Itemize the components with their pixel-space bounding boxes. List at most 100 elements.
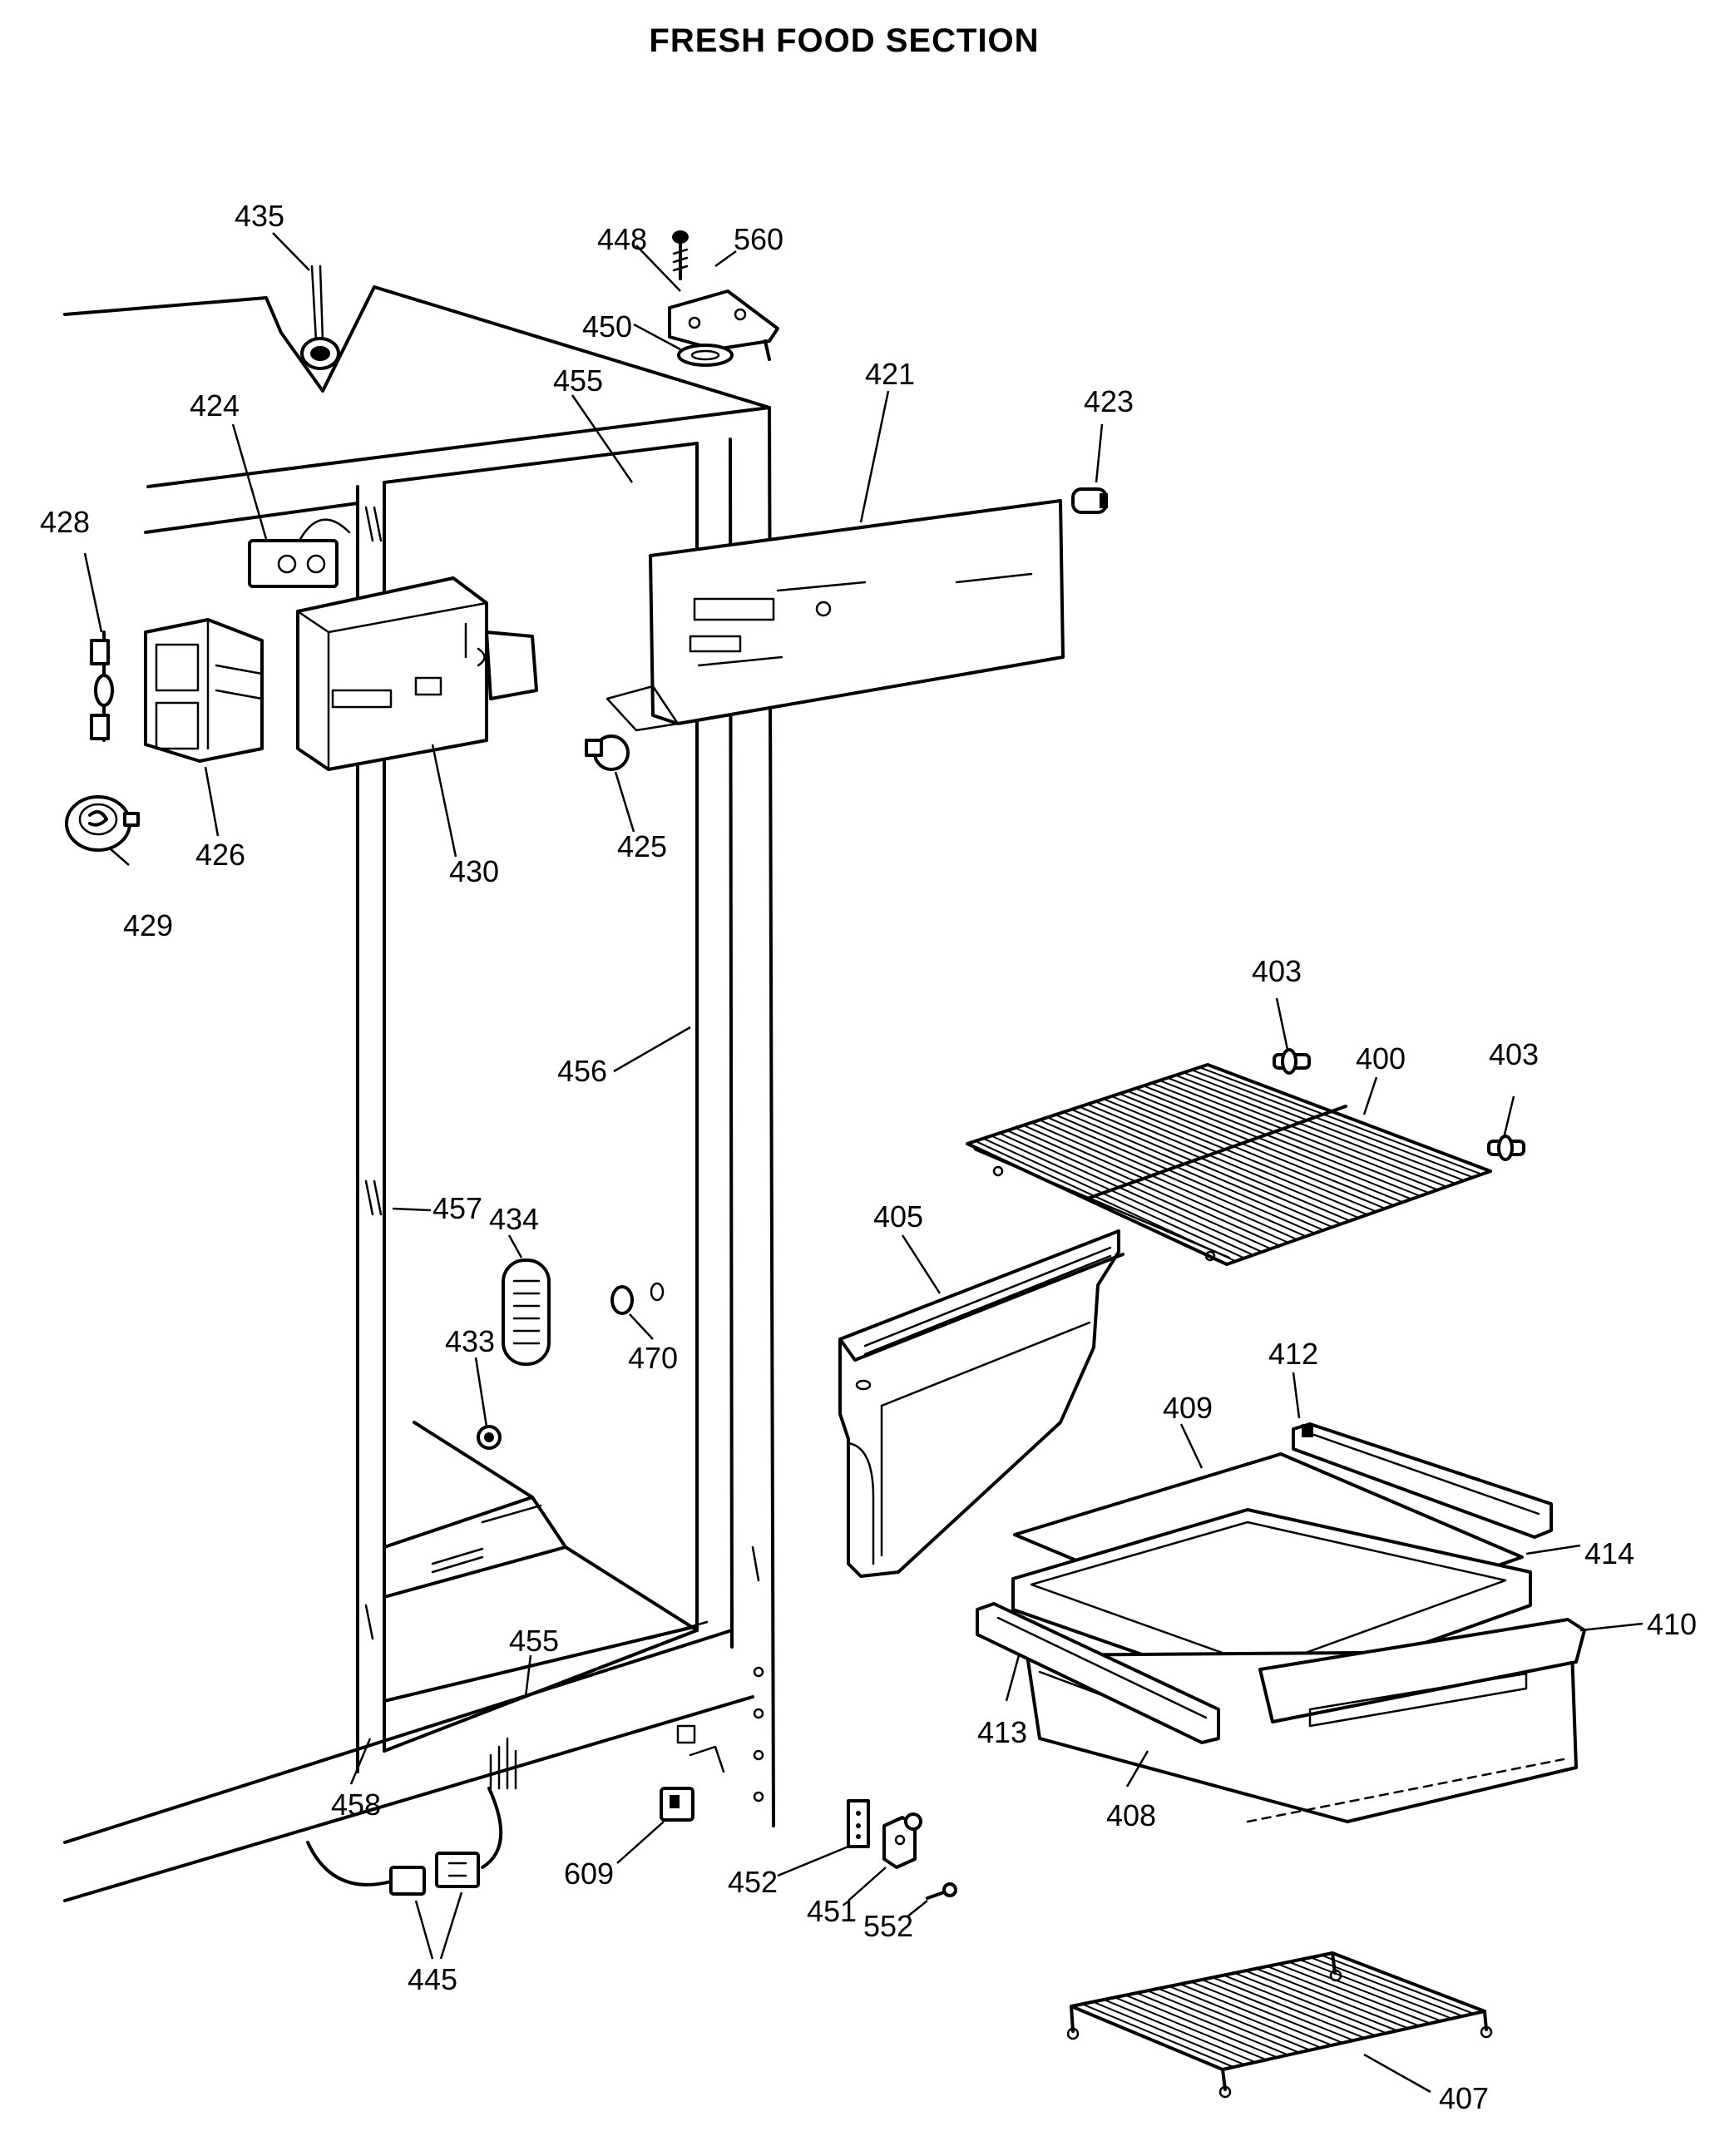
part-410-pan-front: [1258, 1618, 1586, 1728]
part-403-shelf-stop-left: [1273, 1048, 1311, 1075]
shelf-wire-rod: [1134, 1087, 1412, 1200]
part-425-bulb: [585, 734, 630, 771]
part-433-plug: [477, 1425, 502, 1450]
shelf-wire-rod: [1055, 1114, 1324, 1231]
shelf-wire-rod: [975, 1140, 1236, 1263]
shelf-wire-rod: [1114, 1996, 1267, 2061]
shelf-wire-rod: [1046, 1116, 1316, 1234]
shelf-wire-rod: [1147, 1990, 1300, 2054]
shelf-wire-rod: [1031, 1121, 1298, 1241]
label-412: 412: [1268, 1337, 1318, 1371]
label-433: 433: [445, 1324, 495, 1358]
shelf-wire-rod: [1244, 1970, 1398, 2032]
part-400-wire-shelf: [966, 1063, 1492, 1266]
label-470: 470: [628, 1341, 678, 1375]
shelf-wire-rod: [1167, 1076, 1447, 1188]
label-451: 451: [807, 1894, 857, 1928]
label-445: 445: [408, 1962, 457, 1996]
part-434-light-shield: [502, 1258, 551, 1366]
diagram-title: FRESH FOOD SECTION: [649, 22, 1039, 59]
label-455-bottom: 455: [509, 1624, 559, 1658]
shelf-wire-rod: [1151, 1082, 1430, 1194]
label-450: 450: [582, 309, 632, 344]
shelf-wire-rod: [999, 1132, 1263, 1253]
label-552: 552: [863, 1909, 913, 1943]
shelf-wire-rod: [982, 1137, 1245, 1259]
label-429: 429: [123, 908, 173, 942]
part-412-rail: [1292, 1422, 1553, 1539]
shelf-wire-rod: [1299, 1959, 1452, 2020]
part-413-rail: [976, 1602, 1220, 1744]
part-421-control-panel: [606, 499, 1065, 732]
shelf-wire-rod: [1119, 1092, 1395, 1206]
part-labels: 435 424 428 426 429 430 425 448 450 560 …: [40, 199, 1697, 2115]
label-409: 409: [1163, 1391, 1213, 1425]
label-407: 407: [1439, 2081, 1489, 2115]
label-403-right: 403: [1489, 1037, 1539, 1071]
part-448-hinge: [668, 289, 779, 361]
shelf-wire-rod: [1125, 1994, 1278, 2059]
shelf-wire-rod: [1278, 1963, 1431, 2025]
label-400: 400: [1356, 1041, 1406, 1076]
shelf-wire-rod: [1015, 1127, 1280, 1247]
shelf-wire-rod: [1256, 1967, 1409, 2030]
part-426-damper-housing: [144, 618, 264, 763]
shelf-wire-rod: [1136, 1992, 1289, 2056]
part-435-sensor: [300, 265, 340, 370]
label-428: 428: [40, 505, 90, 539]
shelf-wire-rod: [991, 1135, 1254, 1256]
shelf-wire-rod: [1223, 1974, 1377, 2037]
shelf-wire-rod: [1006, 1130, 1272, 1250]
leader-lines: [83, 232, 1644, 2094]
part-560-screw: [672, 230, 689, 280]
label-426: 426: [195, 838, 245, 872]
part-452-strike-plate: [847, 1799, 870, 1848]
shelf-wire-rod: [1081, 2003, 1234, 2069]
label-456: 456: [557, 1054, 607, 1088]
part-429-knob: [65, 795, 140, 852]
part-423-socket: [1071, 487, 1108, 514]
shelf-wire-rod: [1191, 1069, 1474, 1179]
part-451-bracket: [882, 1812, 922, 1869]
cabinet-liner: [63, 285, 775, 1902]
part-403-shelf-stop-right: [1487, 1135, 1525, 1161]
shelf-wire-rod: [1087, 1103, 1359, 1219]
shelf-wire-rod: [1095, 1100, 1368, 1216]
label-403-left: 403: [1252, 954, 1302, 988]
shelf-wire-rod: [1169, 1985, 1322, 2049]
shelf-wire-rod: [1179, 1983, 1332, 2046]
shelf-wire-rod: [1070, 1108, 1342, 1225]
part-609-switch: [660, 1787, 694, 1822]
shelf-wire-rod: [1079, 1105, 1351, 1222]
part-428-bracket: [90, 630, 114, 742]
label-457: 457: [432, 1191, 482, 1225]
shelf-wire-rod: [1233, 1972, 1387, 2035]
part-407-wire-shelf: [1066, 1951, 1493, 2099]
label-430: 430: [449, 854, 499, 888]
label-434: 434: [489, 1202, 539, 1236]
shelf-wire-rod: [1199, 1066, 1482, 1175]
shelf-wire-rod: [1023, 1124, 1289, 1244]
label-560: 560: [734, 222, 783, 256]
label-455-top: 455: [553, 363, 603, 398]
shelf-wire-rod: [1159, 1080, 1438, 1191]
label-421: 421: [865, 357, 915, 391]
label-410: 410: [1647, 1607, 1697, 1641]
shelf-wire-rod: [1288, 1961, 1441, 2022]
label-423: 423: [1084, 384, 1134, 418]
label-405: 405: [873, 1199, 923, 1234]
shelf-wire-rod: [1175, 1074, 1456, 1184]
part-405-cover-frame: [838, 1229, 1124, 1578]
part-430-control-housing: [296, 576, 538, 771]
shelf-wire-rod: [1212, 1976, 1365, 2040]
shelf-wire-rod: [1183, 1071, 1465, 1182]
shelf-wire-rod: [1310, 1956, 1464, 2017]
shelf-wire-rod: [1039, 1119, 1307, 1238]
label-448: 448: [597, 222, 647, 256]
label-414: 414: [1584, 1536, 1634, 1570]
shelf-wire-rod: [1092, 2000, 1245, 2066]
shelf-wire-rod: [1158, 1987, 1311, 2051]
shelf-wire-rod: [1103, 1999, 1256, 2064]
shelf-wire-rod: [1103, 1098, 1377, 1213]
